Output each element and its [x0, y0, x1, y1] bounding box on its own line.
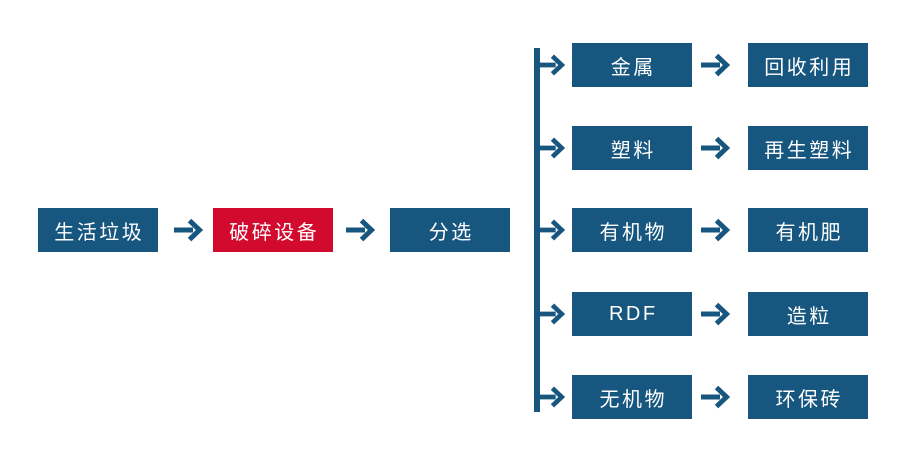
- node-organic-matter: 有机物: [572, 208, 692, 252]
- arrow-right-icon: [701, 218, 730, 242]
- node-granulation: 造粒: [748, 292, 868, 336]
- node-recycled-plastic: 再生塑料: [748, 126, 868, 170]
- arrow-right-icon: [537, 303, 565, 325]
- node-metal: 金属: [572, 43, 692, 87]
- arrow-right-icon: [701, 302, 730, 326]
- arrow-right-icon: [174, 218, 203, 242]
- arrow-right-icon: [701, 385, 730, 409]
- arrow-right-icon: [346, 218, 375, 242]
- node-crushing-equipment: 破碎设备: [213, 208, 333, 252]
- node-eco-brick: 环保砖: [748, 375, 868, 419]
- node-rdf: RDF: [572, 292, 692, 336]
- node-household-waste: 生活垃圾: [38, 208, 158, 252]
- node-sorting: 分选: [390, 208, 510, 252]
- node-organic-fertilizer: 有机肥: [748, 208, 868, 252]
- branch-connector-line: [534, 48, 540, 412]
- arrow-right-icon: [701, 53, 730, 77]
- arrow-right-icon: [537, 219, 565, 241]
- node-recycling: 回收利用: [748, 43, 868, 87]
- node-inorganic-matter: 无机物: [572, 375, 692, 419]
- arrow-right-icon: [537, 54, 565, 76]
- arrow-right-icon: [537, 137, 565, 159]
- node-plastic: 塑料: [572, 126, 692, 170]
- arrow-right-icon: [701, 136, 730, 160]
- arrow-right-icon: [537, 386, 565, 408]
